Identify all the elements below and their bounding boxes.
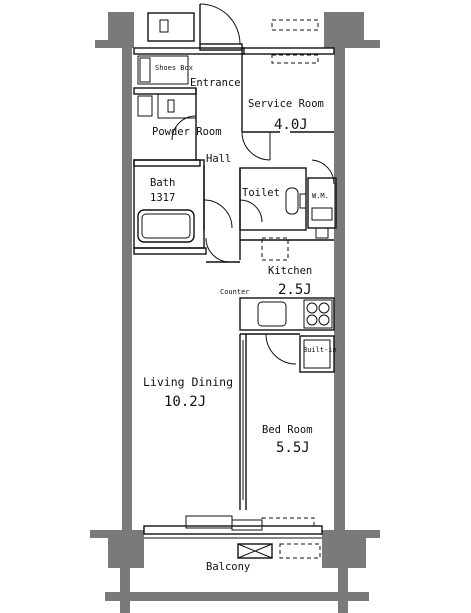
bedroom-area bbox=[239, 333, 335, 510]
label-service-room-size: 4.0J bbox=[274, 117, 308, 133]
entrance-area bbox=[133, 3, 319, 85]
balcony-windows bbox=[143, 515, 323, 559]
label-bed-room: Bed Room bbox=[262, 424, 313, 436]
label-shoes-box: Shoes Box bbox=[155, 64, 193, 72]
toilet-area bbox=[239, 159, 337, 260]
label-kitchen: Kitchen bbox=[268, 265, 312, 277]
label-living-dining-size: 10.2J bbox=[164, 394, 206, 410]
label-bath: Bath bbox=[150, 177, 175, 189]
label-kitchen-size: 2.5J bbox=[278, 282, 312, 298]
wet-area bbox=[133, 87, 240, 263]
label-living-dining: Living Dining bbox=[143, 375, 233, 389]
room-labels: Shoes Box Entrance Service Room 4.0J Pow… bbox=[143, 64, 337, 573]
label-counter: Counter bbox=[220, 288, 250, 296]
label-powder-room: Powder Room bbox=[152, 126, 222, 138]
label-service-room: Service Room bbox=[248, 98, 324, 110]
label-built-in: Built-in bbox=[303, 346, 337, 354]
label-bed-room-size: 5.5J bbox=[276, 440, 310, 456]
outer-structure bbox=[90, 12, 380, 613]
label-washer: W.M. bbox=[312, 192, 329, 200]
label-bath-size: 1317 bbox=[150, 192, 175, 204]
service-room bbox=[241, 47, 335, 161]
label-hall: Hall bbox=[206, 153, 231, 165]
kitchen-area bbox=[239, 237, 335, 331]
label-balcony: Balcony bbox=[206, 561, 250, 573]
label-toilet: Toilet bbox=[242, 187, 280, 199]
label-entrance: Entrance bbox=[190, 77, 241, 89]
